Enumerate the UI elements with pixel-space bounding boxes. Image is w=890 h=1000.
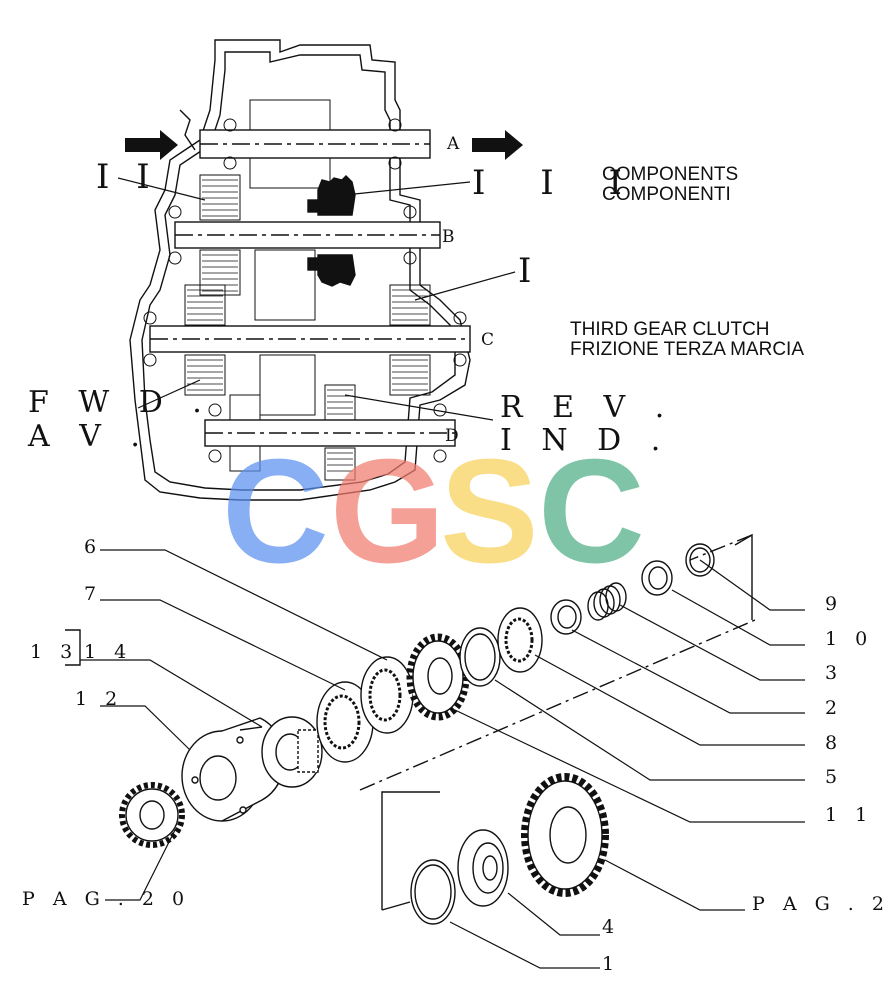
components-it: COMPONENTI [602, 183, 731, 205]
rev-label: R E V . [500, 390, 675, 425]
ring-10 [641, 560, 673, 596]
part-number-10: 1 0 [825, 628, 874, 650]
arrow-icon [125, 130, 523, 160]
friction-disc-6 [360, 656, 414, 734]
shaft-label-d: D [445, 426, 459, 446]
part-number-5: 5 [825, 766, 844, 788]
shaft-label-c: C [481, 330, 495, 350]
part-number-3: 3 [825, 662, 844, 684]
centerline [65, 533, 756, 911]
friction-disc-7 [316, 681, 374, 763]
part-number-1: 1 [602, 953, 621, 975]
clutch-it: FRIZIONE TERZA MARCIA [570, 338, 805, 360]
fwd-label: F W D . [28, 385, 212, 420]
shaft-label-a: A [447, 134, 460, 154]
ind-label: I N D . [500, 423, 671, 458]
page-ref-left: P A G . 2 0 [22, 888, 191, 910]
clutch-label: THIRD GEAR CLUTCH FRIZIONE TERZA MARCIA [570, 320, 804, 360]
washer-2 [550, 599, 582, 635]
page-ref-right: P A G . 2 [752, 893, 890, 915]
exploded-parts [119, 543, 715, 925]
part-number-2: 2 [825, 697, 844, 719]
watermark-letter-s: S [440, 429, 539, 594]
clutch-hub [181, 717, 286, 822]
part-number-13: 1 3 [30, 641, 79, 663]
disc-8 [497, 607, 543, 673]
watermark-letter-g: G [330, 429, 446, 594]
spring-3 [587, 582, 627, 621]
transmission-housing [129, 39, 471, 501]
part-number-14: 1 4 [84, 641, 133, 663]
part-leader-lines [80, 549, 805, 969]
gear-left-pag20 [119, 782, 185, 848]
components-label: COMPONENTS COMPONENTI [602, 165, 738, 205]
snap-ring-1 [410, 859, 456, 925]
part-number-4: 4 [602, 916, 621, 938]
part-number-7: 7 [84, 583, 103, 605]
gear-right-pag2 [521, 773, 609, 897]
clutch-en: THIRD GEAR CLUTCH [570, 319, 770, 340]
av-label: A V . [28, 419, 150, 454]
ring-5 [459, 627, 501, 687]
watermark-letter-c2: C [538, 429, 645, 594]
bearing-4 [457, 829, 509, 907]
roman-three: I I I [472, 163, 644, 203]
part-number-9: 9 [825, 593, 844, 615]
part-number-8: 8 [825, 732, 844, 754]
exploded-parts-diagram [65, 39, 805, 969]
part-number-11: 1 1 [825, 804, 874, 826]
part-number-12: 1 2 [75, 688, 124, 710]
shaft-label-b: B [442, 227, 455, 247]
pressure-plate [239, 716, 323, 788]
part-number-6: 6 [84, 536, 103, 558]
watermark-letter-c1: C [222, 429, 329, 594]
roman-one: I [518, 251, 540, 291]
components-en: COMPONENTS [602, 164, 739, 185]
roman-two: I I [96, 157, 158, 197]
leader-lines [117, 177, 516, 421]
gear-11 [406, 633, 470, 721]
